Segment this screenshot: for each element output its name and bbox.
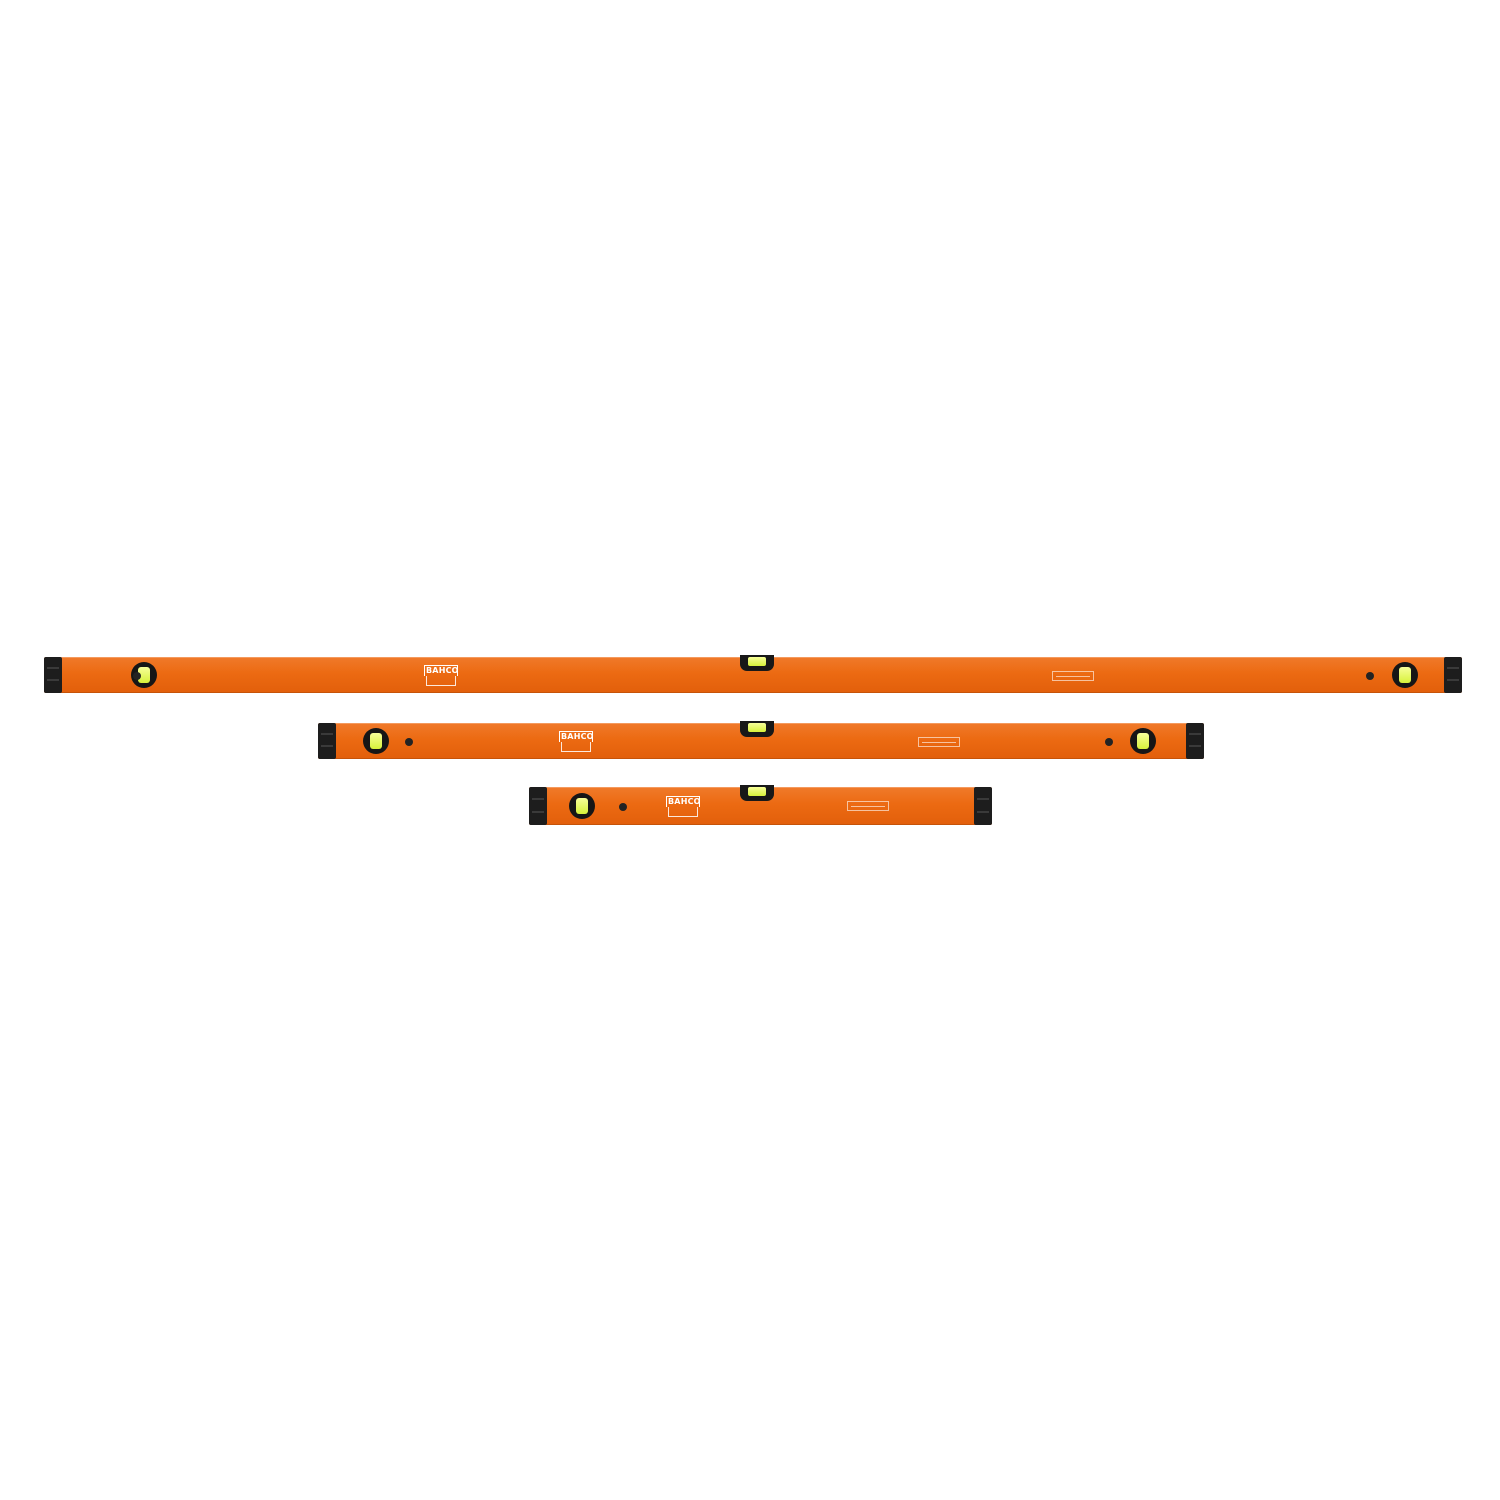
top-vial bbox=[740, 655, 774, 671]
hang-hole-right bbox=[1105, 738, 1113, 746]
hang-hole-left bbox=[405, 738, 413, 746]
logo-plate bbox=[561, 742, 591, 752]
brand-logo: BAHCO bbox=[666, 796, 700, 818]
spirit-level-short: BAHCO bbox=[529, 785, 992, 825]
brand-logo-text: BAHCO bbox=[559, 731, 594, 742]
hang-hole-right bbox=[1366, 672, 1374, 680]
vial-bubble bbox=[1399, 667, 1411, 683]
end-cap-left bbox=[529, 787, 547, 825]
top-vial-bubble bbox=[748, 787, 766, 796]
vial-left bbox=[569, 793, 595, 819]
vial-bubble bbox=[370, 733, 382, 749]
top-vial bbox=[740, 721, 774, 737]
end-cap-left bbox=[44, 657, 62, 693]
end-cap-right bbox=[1444, 657, 1462, 693]
end-cap-left bbox=[318, 723, 336, 759]
vial-right bbox=[1130, 728, 1156, 754]
spec-plate bbox=[1052, 671, 1094, 681]
logo-plate bbox=[426, 676, 456, 686]
spec-plate bbox=[847, 801, 889, 811]
vial-bubble bbox=[1137, 733, 1149, 749]
top-vial-bubble bbox=[748, 657, 766, 666]
logo-plate bbox=[668, 807, 698, 817]
vial-bubble bbox=[576, 798, 588, 814]
vial-bubble bbox=[138, 667, 150, 683]
end-cap-right bbox=[974, 787, 992, 825]
vial-left bbox=[363, 728, 389, 754]
brand-logo: BAHCO bbox=[424, 665, 458, 687]
spirit-level-medium: BAHCO bbox=[318, 721, 1204, 759]
top-vial-bubble bbox=[748, 723, 766, 732]
end-cap-right bbox=[1186, 723, 1204, 759]
hang-hole-left bbox=[133, 672, 141, 680]
spirit-level-long: BAHCO bbox=[44, 655, 1462, 693]
hang-hole-left bbox=[619, 803, 627, 811]
spec-plate bbox=[918, 737, 960, 747]
brand-logo-text: BAHCO bbox=[424, 665, 459, 676]
vial-right bbox=[1392, 662, 1418, 688]
brand-logo: BAHCO bbox=[559, 731, 593, 753]
top-vial bbox=[740, 785, 774, 801]
brand-logo-text: BAHCO bbox=[666, 796, 701, 807]
